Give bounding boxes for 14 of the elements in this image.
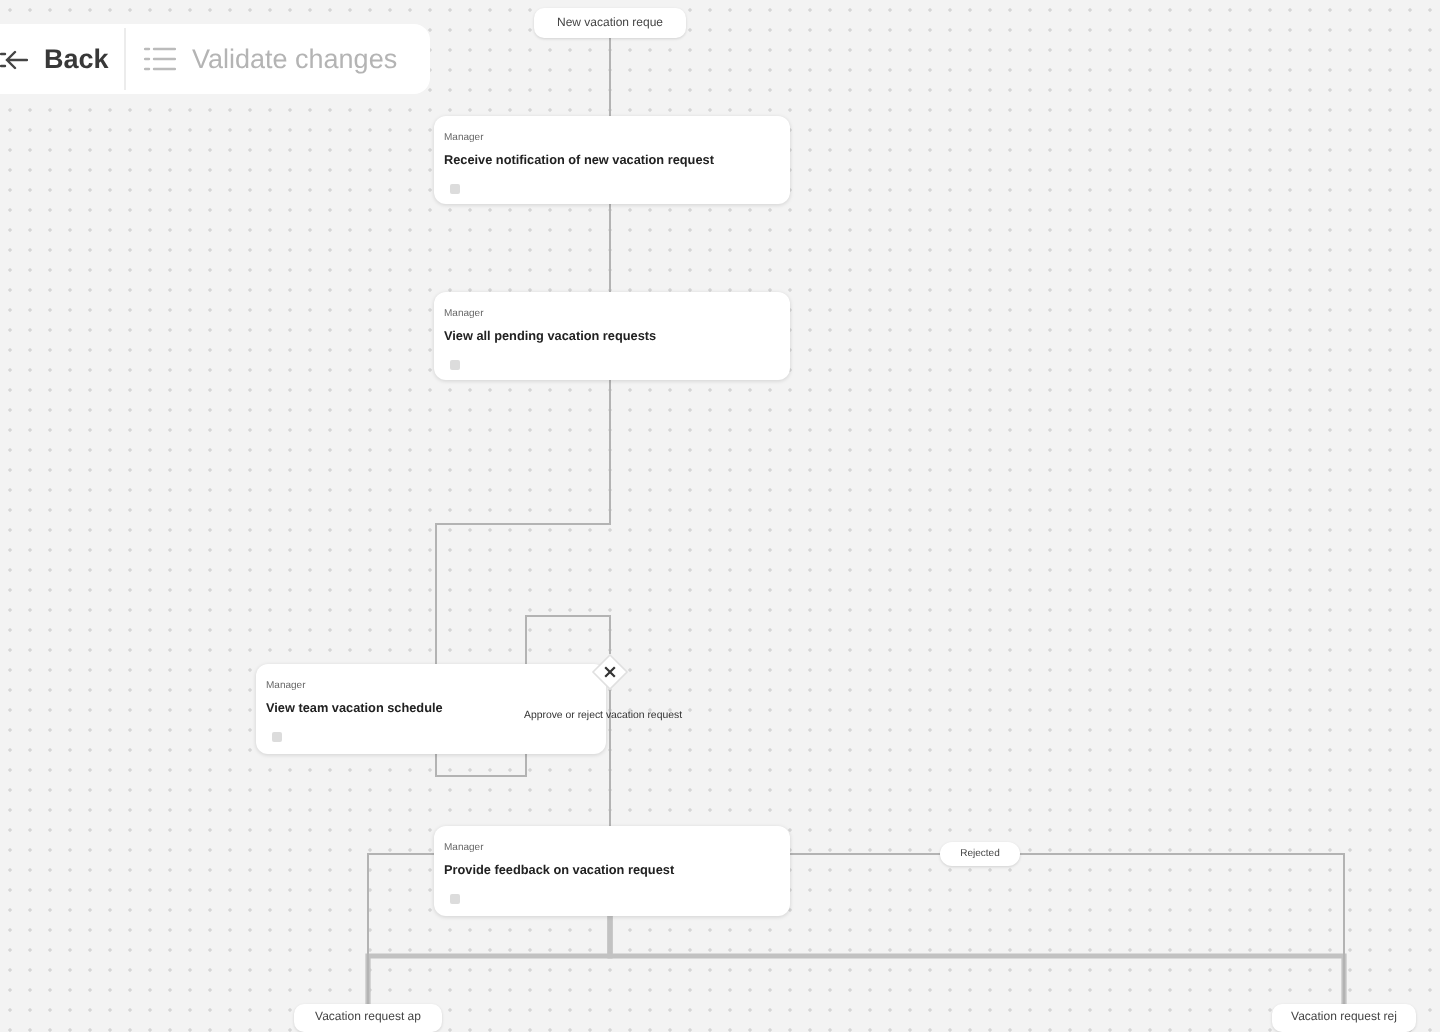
decision-diamond xyxy=(592,654,628,690)
validate-button: Validate changes xyxy=(144,24,412,94)
process-step-card xyxy=(434,116,790,204)
back-button: Back xyxy=(0,24,104,94)
process-step-card xyxy=(434,826,790,916)
connector-line xyxy=(435,379,611,665)
connector-line xyxy=(367,853,435,1005)
process-step-card xyxy=(434,292,790,380)
connector-line xyxy=(607,916,1347,1004)
connector-line xyxy=(789,853,1345,1005)
process-step-card xyxy=(256,664,606,754)
connector-line xyxy=(609,37,611,117)
connector-line xyxy=(609,689,611,827)
connector-line xyxy=(609,203,611,293)
